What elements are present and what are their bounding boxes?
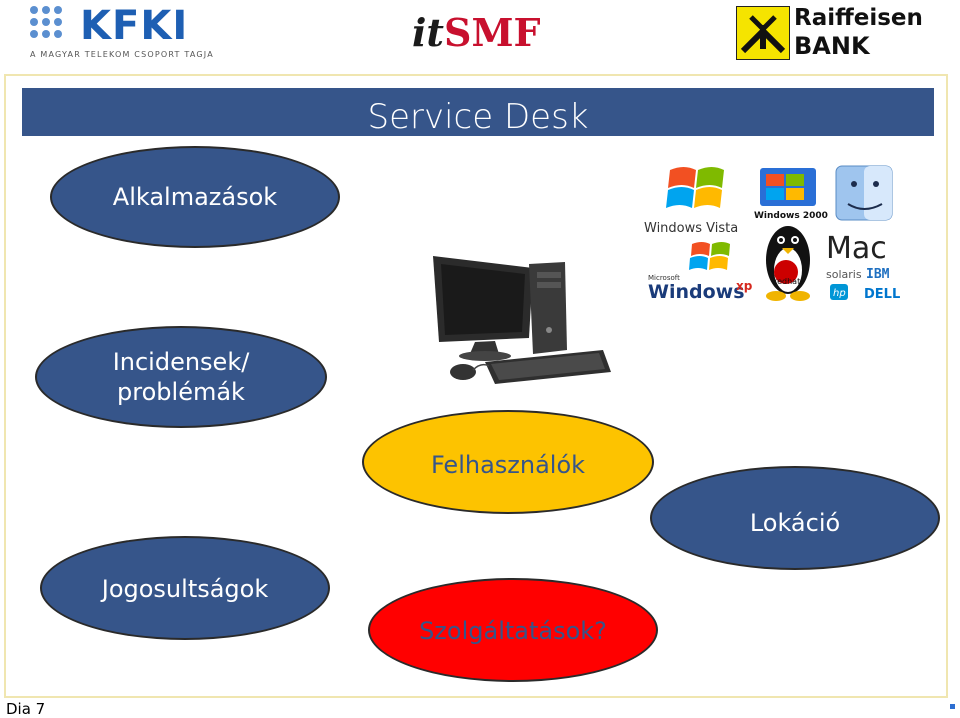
ibm-text: IBM: [866, 267, 890, 282]
ellipse-incidensek-line1: Incidensek/: [112, 348, 250, 376]
microsoft-text: Microsoft: [648, 274, 680, 282]
windows-xp-icon: [689, 242, 730, 270]
desktop-computer-image: [425, 250, 620, 390]
ellipse-jogosultsagok: Jogosultságok: [40, 536, 330, 640]
kfki-logo: KFKI A MAGYAR TELEKOM CSOPORT TAGJA: [30, 3, 213, 62]
kfki-tagline: A MAGYAR TELEKOM CSOPORT TAGJA: [30, 50, 214, 59]
kfki-logo-text: KFKI: [80, 3, 189, 49]
windows-2000-text: Windows 2000: [754, 211, 828, 221]
dell-text: DELL: [864, 287, 900, 302]
raiffeisen-bank: BANK: [794, 32, 870, 60]
os-logos-image: Windows Vista Windows 2000 Mac Microsoft: [640, 160, 910, 310]
ellipse-felhasznalok: Felhasználók: [362, 410, 654, 514]
hp-icon: [830, 284, 848, 300]
ellipse-incidensek-line2: problémák: [117, 378, 245, 406]
hp-text: hp: [833, 288, 846, 299]
windows-vista-icon: [666, 167, 724, 208]
raiffeisen-logo: Raiffeisen BANK: [736, 4, 946, 62]
ellipse-szolgaltatasok: Szolgáltatások?: [368, 578, 658, 682]
ellipse-jogosultsagok-label: Jogosultságok: [101, 575, 269, 603]
raiffeisen-gable-icon: [736, 6, 790, 60]
itsmf-logo-it: it: [412, 10, 444, 55]
linux-tux-icon: [766, 226, 810, 301]
itsmf-logo: itSMF: [412, 8, 552, 60]
title-bar: Service Desk: [22, 88, 934, 137]
ellipse-szolgaltatasok-label: Szolgáltatások?: [419, 617, 607, 645]
ellipse-lokacio-label: Lokáció: [749, 509, 841, 537]
redhat-text: redhat: [774, 277, 800, 286]
ellipse-incidensek: Incidensek/ problémák: [35, 326, 327, 428]
solaris-text: solaris: [826, 268, 862, 281]
ellipse-alkalmazasok: Alkalmazások: [50, 146, 340, 248]
slide-number: Dia 7: [6, 700, 46, 718]
windows-2000-icon: [760, 168, 816, 206]
os-logos-collage: Windows Vista Windows 2000 Mac Microsoft: [644, 165, 900, 303]
raiffeisen-name: Raiffeisen: [794, 5, 923, 31]
ellipse-felhasznalok-label: Felhasználók: [430, 451, 586, 479]
windows-xp-text: Windows: [648, 281, 745, 303]
windows-vista-text: Windows Vista: [644, 221, 738, 236]
slide-frame: [4, 74, 948, 698]
slide-title: Service Desk: [367, 97, 589, 137]
itsmf-logo-smf: SMF: [444, 10, 541, 55]
corner-marker: [950, 704, 955, 709]
xp-text: xp: [736, 279, 753, 293]
mac-finder-icon: [835, 165, 893, 221]
mac-text: Mac: [826, 231, 887, 266]
ellipse-alkalmazasok-label: Alkalmazások: [112, 183, 278, 211]
kfki-dots-icon: [30, 6, 70, 46]
desktop-computer-icon: [433, 256, 611, 384]
ellipse-lokacio: Lokáció: [650, 466, 940, 570]
